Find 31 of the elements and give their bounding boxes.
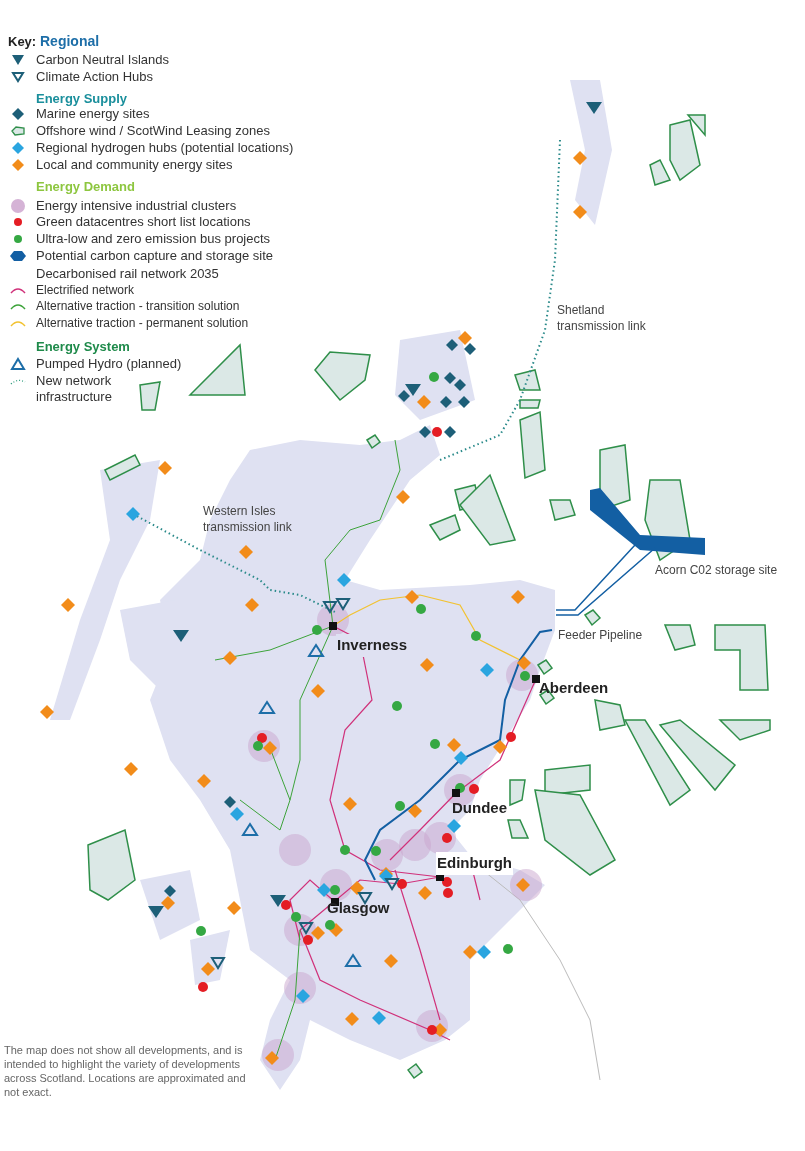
key-heading: Key:	[8, 33, 37, 51]
map-label: Acorn C02 storage site	[655, 562, 779, 578]
legend-label: Alternative traction - permanent solution	[36, 315, 249, 331]
legend-heading: Energy System	[36, 338, 130, 356]
legend-heading: Energy Supply	[36, 90, 128, 108]
city-label: Edinburgh	[436, 852, 513, 875]
legend-label: New network infrastructure	[36, 373, 113, 405]
legend-label: Potential carbon capture and storage site	[36, 248, 274, 264]
legend-label: Carbon Neutral Islands	[36, 52, 169, 68]
legend-label: Pumped Hydro (planned)	[36, 356, 182, 372]
legend-heading: Energy Demand	[36, 178, 135, 196]
city-label: Glasgow	[327, 898, 390, 918]
legend-heading: Decarbonised rail network 2035	[36, 265, 219, 283]
legend-label: Energy intensive industrial clusters	[36, 198, 237, 214]
note-text: The map does not show all developments, and is intended to highlight the variety of developments across Scotland. Locations are approximated and not exact.	[4, 1043, 247, 1099]
legend-label: Local and community energy sites	[36, 157, 233, 173]
map-label: Western Isles transmission link	[203, 503, 293, 535]
map-label: Feeder Pipeline	[558, 627, 643, 644]
legend-heading: Regional	[40, 32, 100, 51]
city-label: Inverness	[336, 634, 409, 657]
legend-label: Green datacentres short list locations	[36, 214, 251, 230]
legend-label: Ultra-low and zero emission bus projects	[36, 231, 271, 247]
legend-label: Offshore wind / ScotWind Leasing zones	[36, 123, 270, 139]
city-label: Dundee	[452, 798, 507, 818]
legend-label: Alternative traction - transition solution	[36, 298, 240, 314]
legend-label: Regional hydrogen hubs (potential locations)	[36, 140, 294, 156]
city-label: Aberdeen	[539, 678, 609, 698]
legend-label: Marine energy sites	[36, 106, 150, 122]
legend-label: Electrified network	[36, 282, 135, 298]
legend-label: Climate Action Hubs	[36, 69, 154, 85]
map-label: Shetland transmission link	[557, 302, 647, 334]
